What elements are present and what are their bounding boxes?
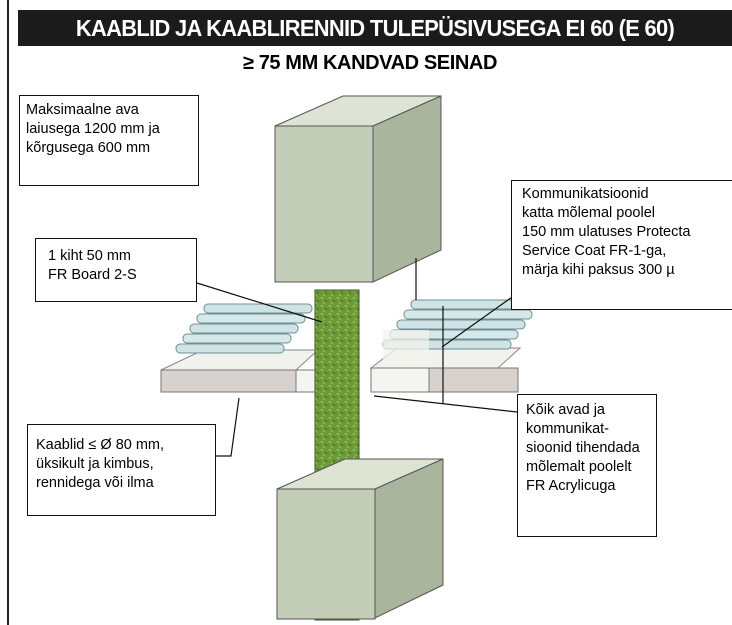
page-subtitle: ≥ 75 MM KANDVAD SEINAD bbox=[242, 52, 498, 74]
lower-wall-block bbox=[276, 458, 444, 620]
callout-fr-board: 1 kiht 50 mm FR Board 2-S bbox=[35, 238, 197, 302]
callout-service-coat-text: Kommunikatsioonid katta mõlemal poolel 1… bbox=[522, 186, 691, 278]
callout-service-coat: Kommunikatsioonid katta mõlemal poolel 1… bbox=[511, 180, 732, 310]
right-cable-tray bbox=[369, 299, 534, 393]
callout-max-opening-text: Maksimaalne ava laiusega 1200 mm ja kõrg… bbox=[26, 102, 160, 156]
callout-sealant: Kõik avad ja kommunikat- sioonid tihenda… bbox=[517, 394, 657, 537]
leader-lines bbox=[196, 258, 523, 457]
callout-fr-board-text: 1 kiht 50 mm FR Board 2-S bbox=[48, 248, 137, 283]
title-bar: KAABLID JA KAABLIRENNID TULEPÜSIVUSEGA E… bbox=[18, 10, 732, 46]
callout-sealant-text: Kõik avad ja kommunikat- sioonid tihenda… bbox=[526, 402, 640, 494]
callout-cables: Kaablid ≤ Ø 80 mm, üksikult ja kimbus, r… bbox=[27, 424, 216, 516]
left-margin-rule bbox=[0, 0, 9, 625]
left-cable-tray bbox=[160, 303, 320, 393]
callout-cables-text: Kaablid ≤ Ø 80 mm, üksikult ja kimbus, r… bbox=[36, 437, 165, 491]
page-title: KAABLID JA KAABLIRENNID TULEPÜSIVUSEGA E… bbox=[75, 15, 675, 41]
upper-wall-block bbox=[274, 95, 442, 283]
callout-max-opening: Maksimaalne ava laiusega 1200 mm ja kõrg… bbox=[19, 95, 199, 186]
